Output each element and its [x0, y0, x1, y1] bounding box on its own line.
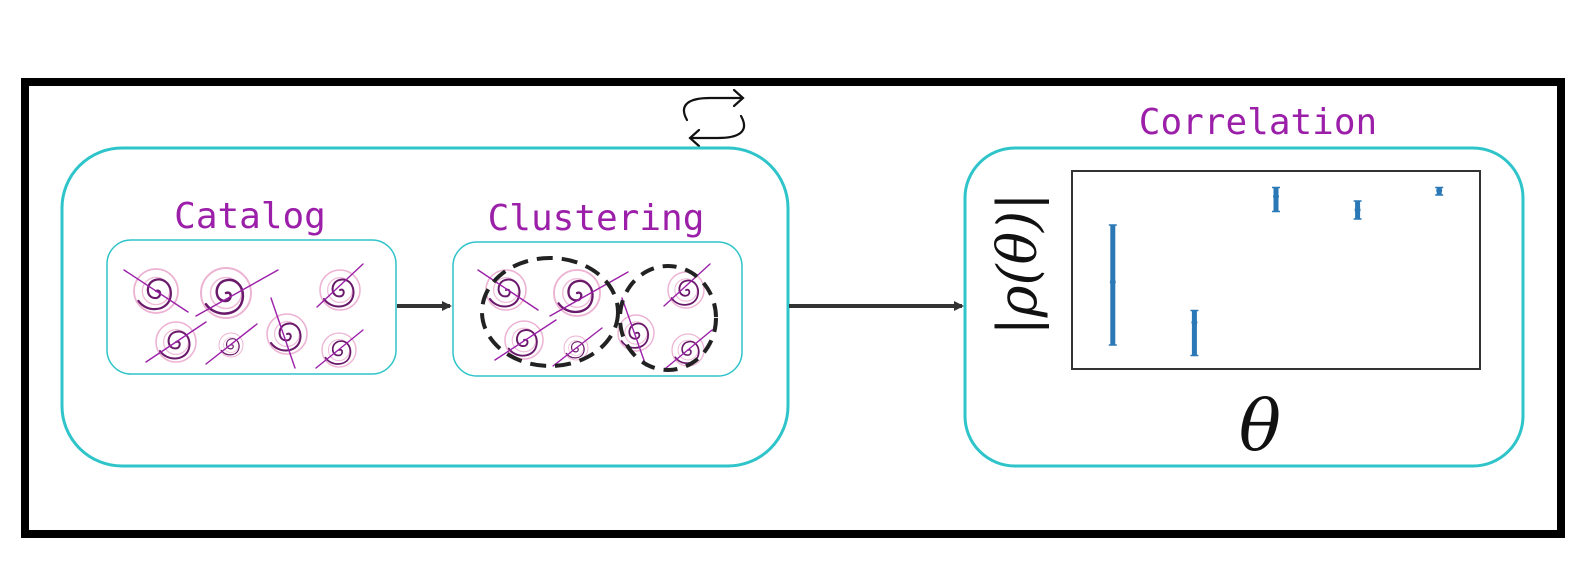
correlation-label: Correlation [1139, 102, 1377, 143]
galaxy-icon [199, 266, 253, 320]
data-point-4 [1354, 207, 1361, 213]
correlation-panel [963, 146, 1525, 468]
galaxy-icon [485, 269, 527, 311]
catalog-galaxies [123, 263, 364, 369]
galaxy-icon [319, 269, 361, 311]
catalog-box [106, 239, 397, 375]
data-point-2 [1191, 319, 1198, 326]
clustering-galaxies [477, 263, 713, 369]
catalog-label: Catalog [174, 196, 326, 237]
outer-frame [21, 78, 1565, 538]
data-point-5 [1436, 187, 1443, 194]
x-axis-label: θ [1239, 385, 1281, 467]
cluster-outline [618, 264, 718, 372]
y-axis-label: |ρ(θ)| [986, 193, 1049, 336]
galaxy-icon [504, 320, 544, 360]
catalog-clustering-panel [60, 146, 790, 468]
data-point-1 [1109, 279, 1116, 285]
plot-marks [1108, 186, 1444, 357]
clustering-label: Clustering [488, 198, 705, 239]
clustering-box [452, 241, 743, 377]
data-point-3 [1273, 193, 1279, 200]
galaxy-icon [266, 313, 308, 355]
cluster-outline [480, 256, 620, 368]
galaxy-icon [667, 271, 705, 309]
loop-icon [682, 88, 746, 148]
